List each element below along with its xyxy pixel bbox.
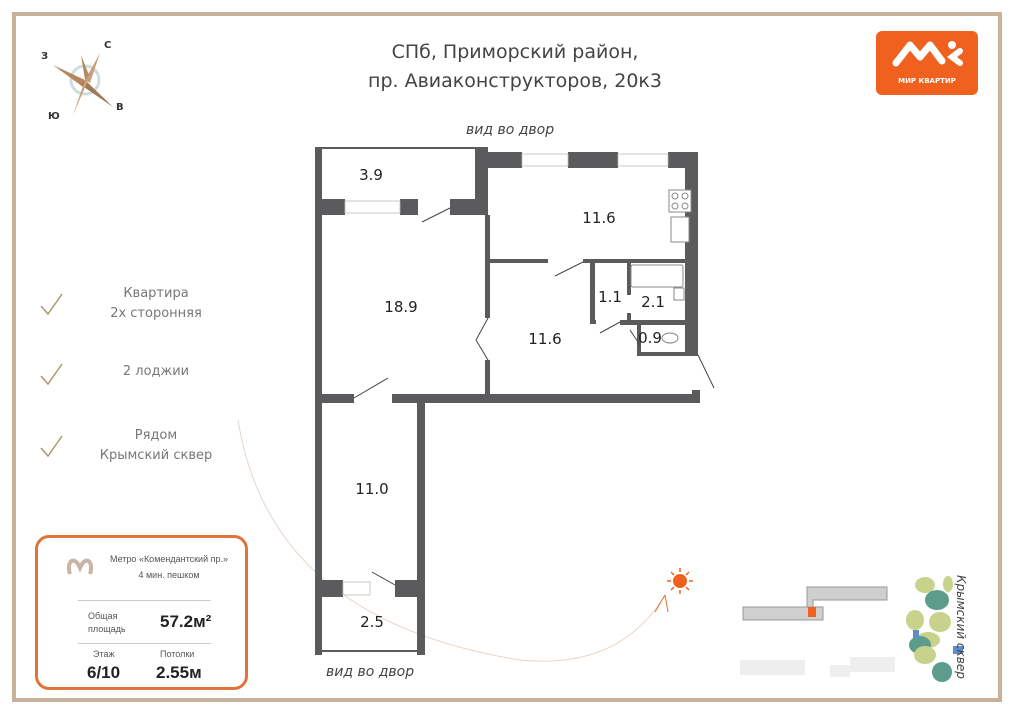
check-icon	[40, 293, 63, 316]
check-icon	[40, 435, 63, 458]
bathtub-icon	[630, 264, 684, 288]
park-label: Крымский сквер	[954, 575, 968, 679]
area-label: площадь	[88, 624, 126, 634]
room-area-kitchen: 11.6	[582, 209, 615, 227]
window	[344, 200, 401, 214]
fixtures	[630, 189, 692, 344]
room-area-bathroom: 2.1	[641, 293, 665, 311]
metro-walk-time: 4 мин. пешком	[138, 570, 200, 580]
logo-text: МИР КВАРТИР	[898, 77, 956, 85]
feature-line: Рядом	[134, 428, 178, 443]
apartment-highlight	[808, 607, 816, 617]
sink-icon	[670, 216, 690, 243]
view-label-bottom: вид во двор	[326, 664, 415, 680]
doors	[353, 207, 715, 586]
sun-icon	[667, 568, 693, 594]
feature-line: Крымский сквер	[99, 448, 213, 463]
compass-west: З	[41, 51, 49, 62]
location-map	[740, 576, 963, 682]
washbasin-icon	[673, 287, 685, 301]
window	[521, 153, 569, 167]
compass-south: Ю	[48, 111, 60, 122]
divider	[78, 600, 211, 601]
room-area-balcony-bottom: 2.5	[360, 613, 384, 631]
address-title: СПб, Приморский район, пр. Авиаконструкт…	[300, 38, 730, 96]
feature-line: 2 лоджии	[122, 364, 190, 379]
compass-north: С	[104, 40, 112, 51]
floor-label: Этаж	[93, 649, 115, 659]
room-area-living: 18.9	[384, 298, 417, 316]
check-icon	[40, 363, 63, 386]
room-area-toilet: 0.9	[638, 329, 662, 347]
trees-icon	[906, 576, 963, 682]
window	[342, 581, 371, 596]
walls	[315, 147, 700, 655]
area-value: 57.2м²	[160, 612, 212, 631]
compass-east: В	[116, 102, 124, 113]
metro-station: Метро «Комендантский пр.»	[110, 554, 228, 564]
windows	[342, 153, 669, 596]
building	[740, 660, 805, 675]
room-area-balcony-top: 3.9	[359, 166, 383, 184]
toilet-icon	[661, 332, 679, 344]
room-area-closet: 1.1	[598, 288, 622, 306]
building-outline	[742, 586, 888, 621]
divider	[78, 643, 211, 644]
room-area-bedroom: 11.0	[355, 480, 388, 498]
company-logo: МИР КВАРТИР	[876, 31, 978, 95]
feature-line: Квартира	[123, 286, 189, 301]
ceiling-value: 2.55м	[156, 663, 202, 682]
address-line-1: СПб, Приморский район,	[391, 41, 639, 63]
address-line-2: пр. Авиаконструкторов, 20к3	[368, 70, 662, 92]
floor-value: 6/10	[87, 663, 121, 682]
ceiling-label: Потолки	[160, 649, 195, 659]
room-area-hall: 11.6	[528, 330, 561, 348]
logo-mark-icon	[892, 41, 963, 67]
feature-line: 2х сторонняя	[110, 306, 202, 321]
compass-rose-icon	[53, 53, 113, 115]
page-frame	[12, 12, 1002, 702]
info-card: Метро «Комендантский пр.» 4 мин. пешком …	[35, 535, 248, 690]
area-label: Общая	[88, 611, 118, 621]
window	[617, 153, 669, 167]
arrow-icon	[654, 594, 669, 613]
stove-icon	[668, 189, 692, 213]
view-label-top: вид во двор	[466, 122, 555, 138]
metro-logo-icon	[67, 558, 93, 575]
